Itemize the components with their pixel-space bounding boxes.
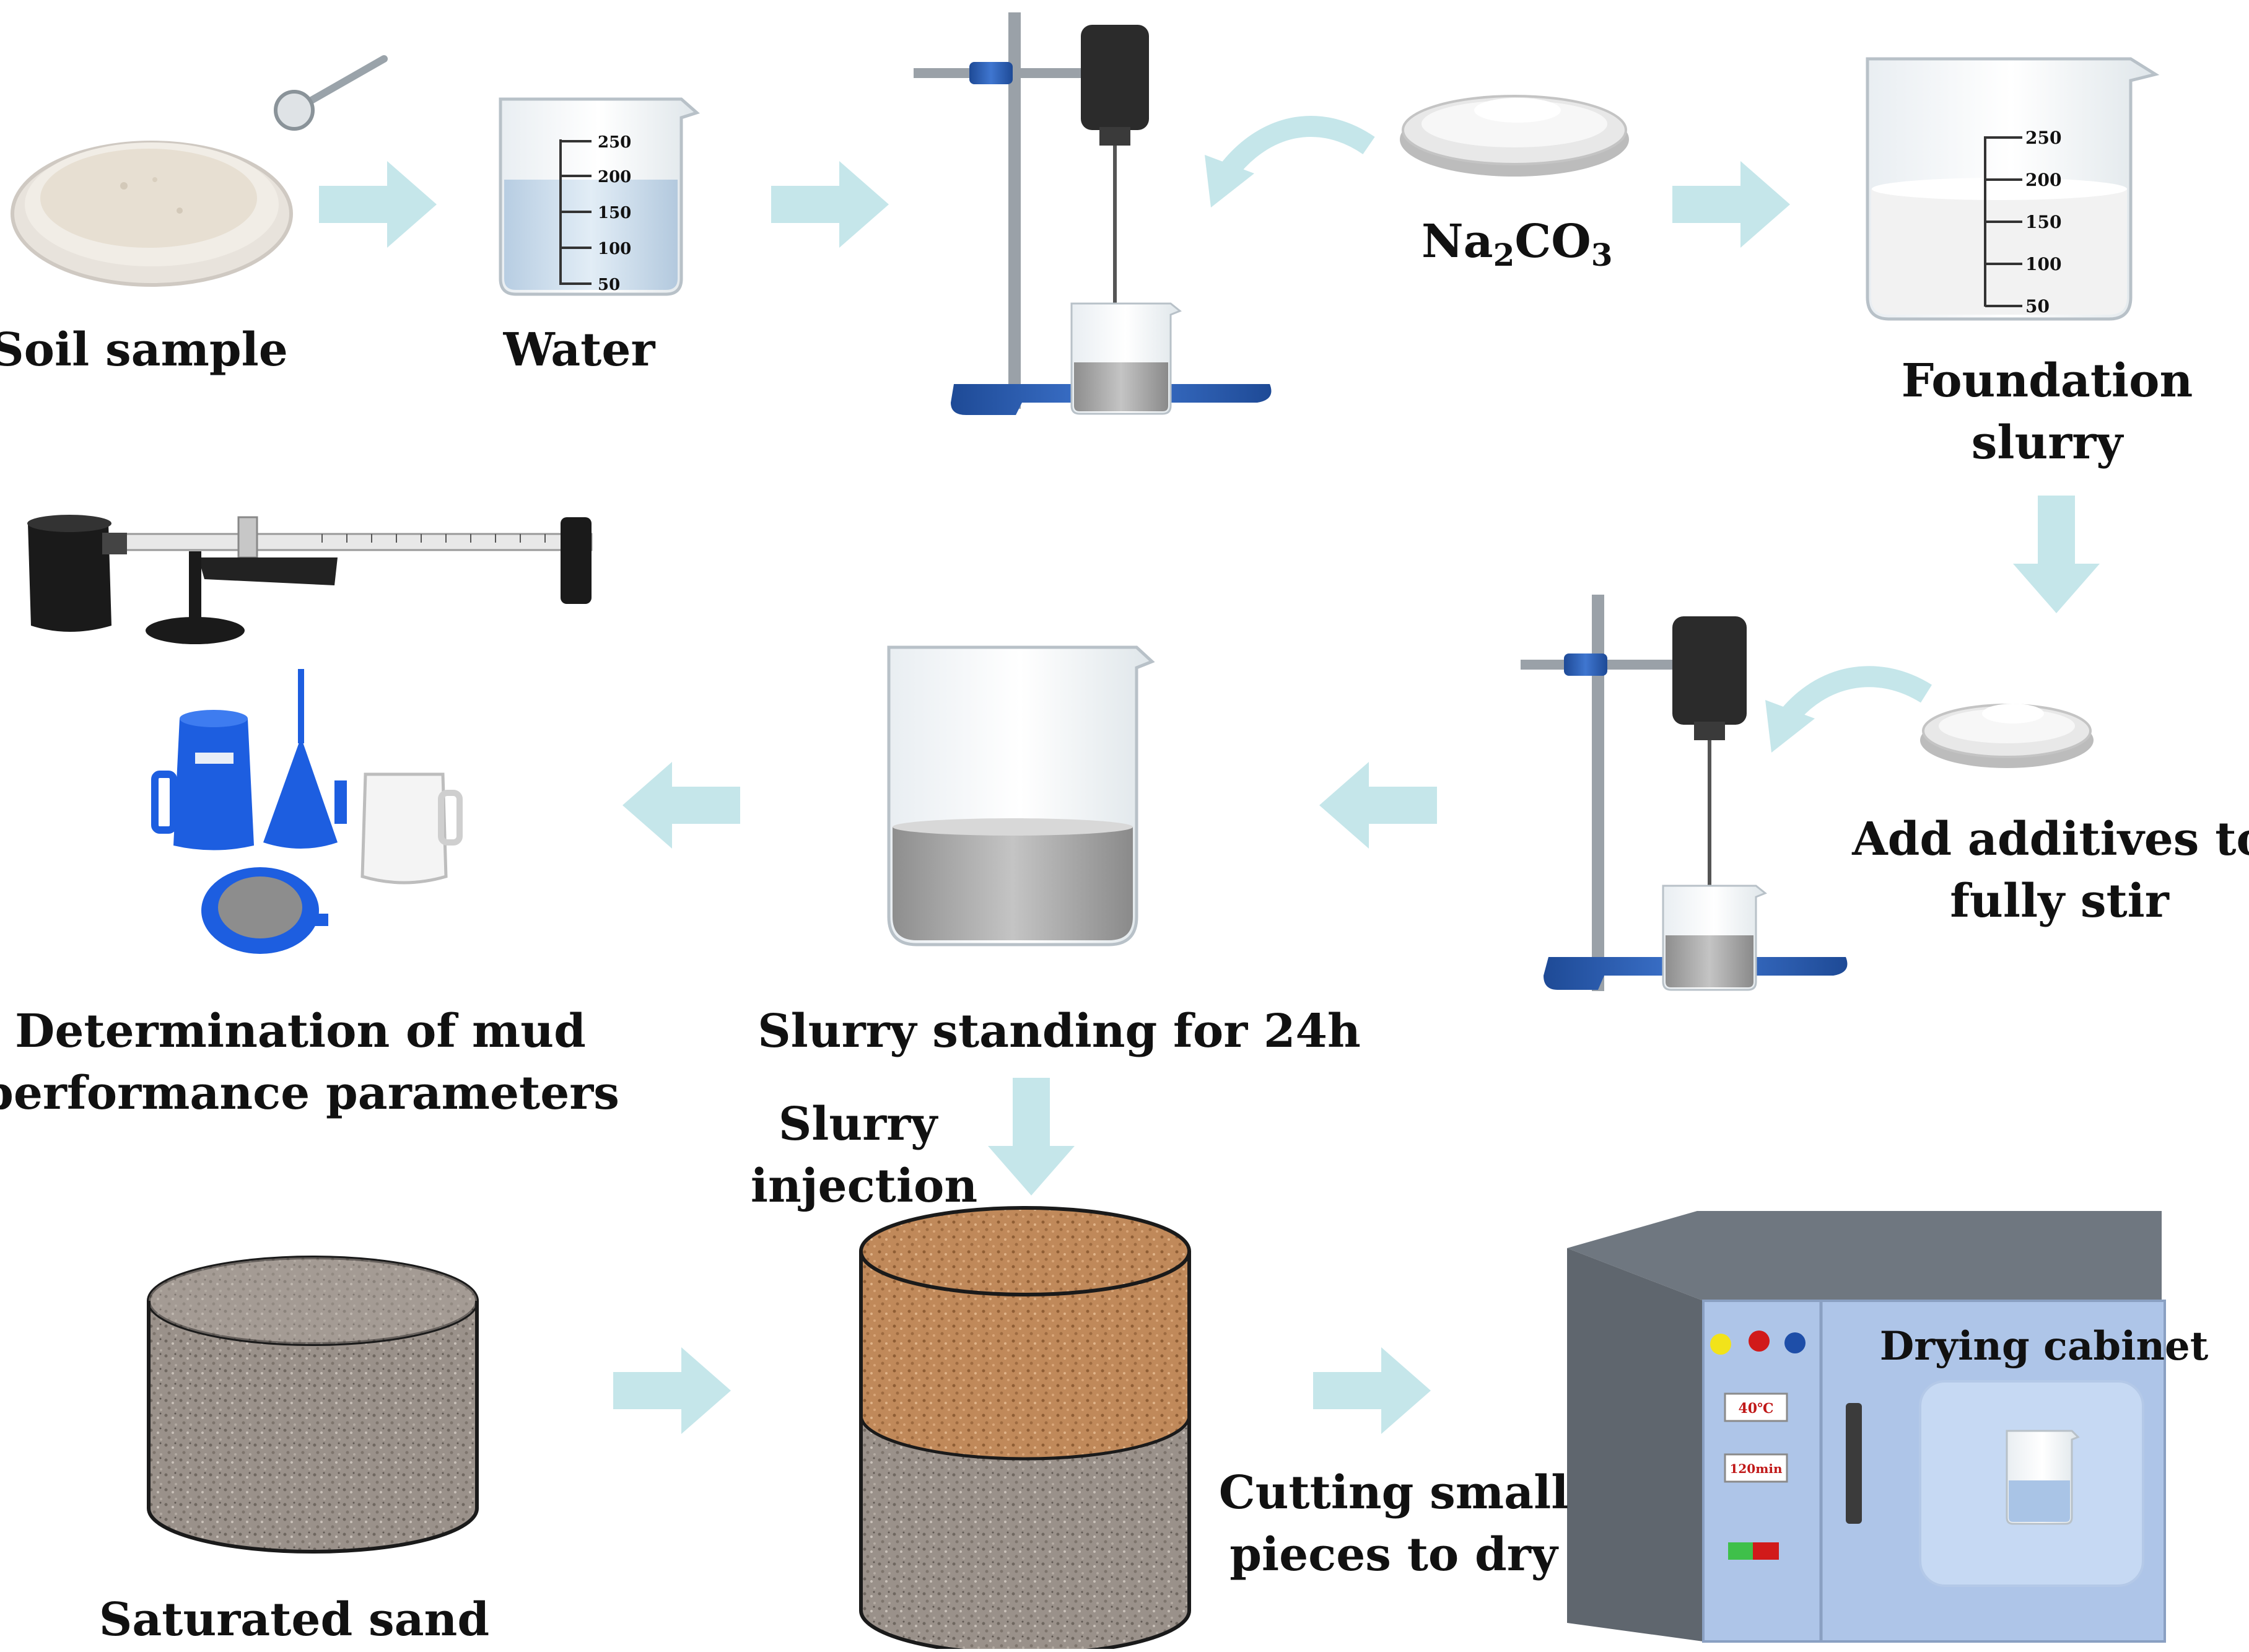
funnel-set: [151, 669, 463, 954]
injected-sand-cylinder: [859, 1206, 1191, 1652]
mixer-stand: [1521, 595, 1848, 991]
tick-label: 200: [598, 168, 631, 186]
mud-parameters-label: performance parameters: [0, 1067, 619, 1120]
sieve-spoon-icon: [274, 55, 388, 131]
pour-arrow: [1765, 666, 1932, 753]
indicator-light: [1784, 1332, 1806, 1353]
add-additives-label: Add additives to: [1851, 813, 2249, 866]
mixer-motor: [1081, 25, 1149, 130]
soil-dish: [11, 141, 293, 287]
flow-arrow: [2013, 496, 2100, 613]
na2co3-dish: [1400, 95, 1629, 177]
water-label: Water: [503, 323, 656, 377]
mixer-motor: [1672, 616, 1747, 725]
drying-cabinet: 40℃ 120min: [1567, 1211, 2166, 1643]
tick-label: 250: [598, 133, 631, 152]
door-handle[interactable]: [1846, 1403, 1862, 1524]
flow-arrow: [1672, 161, 1790, 248]
indicator-light: [1710, 1334, 1731, 1355]
timer-readout: 120min: [1729, 1461, 1783, 1476]
water-beaker: 250 200 150 100 50: [499, 97, 700, 296]
foundation-beaker: 250 200 150 100 50: [1866, 57, 2160, 321]
flow-arrow: [1313, 1347, 1431, 1434]
flow-arrow: [319, 161, 437, 248]
mixer-stand: [914, 12, 1272, 415]
tick-label: 150: [598, 204, 631, 222]
standing-beaker: [887, 645, 1155, 946]
flow-arrow: [613, 1347, 731, 1434]
tick-label: 200: [2025, 170, 2061, 190]
cutting-pieces-label: Cutting small: [1219, 1466, 1569, 1519]
start-button[interactable]: [1728, 1542, 1753, 1560]
drying-cabinet-label: Drying cabinet: [1880, 1323, 2209, 1370]
flow-arrow: [771, 161, 889, 248]
add-additives-label: fully stir: [1950, 875, 2170, 928]
tick-label: 250: [2025, 128, 2061, 148]
tick-label: 100: [598, 240, 631, 258]
foundation-slurry-label: Foundation: [1902, 354, 2193, 408]
foundation-slurry-label: slurry: [1972, 416, 2125, 470]
flow-arrow: [1319, 762, 1437, 849]
na2co3-label: Na2CO3: [1421, 215, 1613, 273]
tick-label: 100: [2025, 254, 2061, 274]
temperature-display: [1724, 1392, 1788, 1422]
indicator-light: [1749, 1331, 1770, 1352]
additive-dish: [1920, 704, 2094, 768]
timer-display: [1724, 1453, 1788, 1483]
soil-sample-label: Soil sample: [0, 323, 288, 377]
tick-label: 150: [2025, 212, 2061, 232]
slurry-injection-label: injection: [751, 1160, 977, 1213]
cutting-pieces-label: pieces to dry: [1229, 1528, 1559, 1581]
slurry-injection-label: Slurry: [779, 1098, 938, 1151]
pour-arrow: [1205, 115, 1375, 208]
saturated-sand-cylinder: [147, 1256, 479, 1554]
tick-label: 50: [598, 276, 620, 294]
flow-arrow: [988, 1078, 1075, 1195]
slurry-standing-label: Slurry standing for 24h: [758, 1005, 1361, 1058]
stop-button[interactable]: [1753, 1542, 1779, 1560]
mud-parameters-label: Determination of mud: [15, 1005, 586, 1058]
tick-label: 50: [2025, 296, 2050, 317]
flow-arrow: [622, 762, 740, 849]
mud-balance: [27, 515, 593, 644]
temperature-readout: 40℃: [1739, 1401, 1774, 1417]
saturated-sand-label: Saturated sand: [99, 1593, 489, 1646]
